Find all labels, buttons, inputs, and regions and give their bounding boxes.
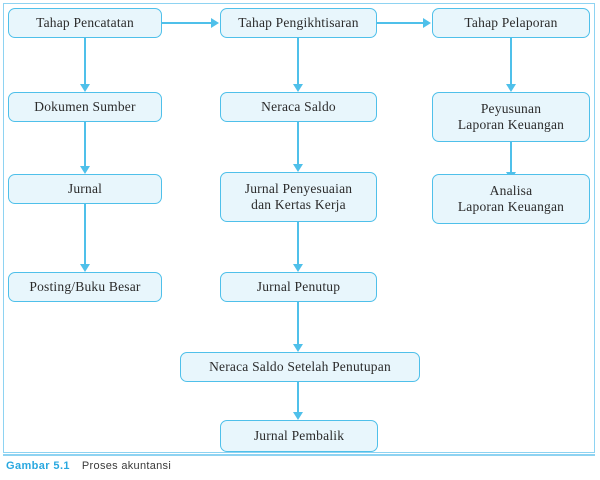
connector-n2-n5 — [297, 38, 299, 86]
node-jurnal-pembalik[interactable]: Jurnal Pembalik — [220, 420, 378, 452]
node-label: Jurnal — [67, 180, 103, 196]
connector-n3-n6 — [510, 38, 512, 86]
arrowhead-right-1 — [211, 18, 219, 28]
node-dokumen-sumber[interactable]: Dokumen Sumber — [8, 92, 162, 122]
node-label: Tahap Pencatatan — [36, 14, 134, 30]
node-label: Tahap Pelaporan — [464, 14, 558, 30]
connector-n8-n11 — [297, 222, 299, 266]
diagram-frame — [3, 3, 595, 453]
node-neraca-saldo[interactable]: Neraca Saldo — [220, 92, 377, 122]
node-label: Neraca Saldo — [261, 98, 336, 114]
node-label: Dokumen Sumber — [34, 98, 136, 114]
connector-n7-n10 — [84, 204, 86, 266]
connector-n4-n7 — [84, 122, 86, 168]
node-label: Jurnal Penyesuaian dan Kertas Kerja — [244, 180, 353, 212]
arrowhead-down-n7 — [80, 166, 90, 174]
arrowhead-down-n4 — [80, 84, 90, 92]
connector-n11-n12 — [297, 302, 299, 346]
figure-number: Gambar 5.1 — [6, 460, 70, 472]
arrowhead-down-n12 — [293, 344, 303, 352]
node-label: Peyusunan Laporan Keuangan — [457, 100, 565, 132]
node-label: Jurnal Penutup — [256, 278, 341, 294]
arrowhead-down-n10 — [80, 264, 90, 272]
caption-divider — [3, 454, 595, 456]
connector-n1-n4 — [84, 38, 86, 86]
node-tahap-pengikhtisaran[interactable]: Tahap Pengikhtisaran — [220, 8, 377, 38]
node-jurnal[interactable]: Jurnal — [8, 174, 162, 204]
node-jurnal-penyesuaian-dan-kertas-kerja[interactable]: Jurnal Penyesuaian dan Kertas Kerja — [220, 172, 377, 222]
connector-n12-n13 — [297, 382, 299, 414]
arrowhead-down-n11 — [293, 264, 303, 272]
arrowhead-down-n6 — [506, 84, 516, 92]
node-peyusunan-laporan-keuangan[interactable]: Peyusunan Laporan Keuangan — [432, 92, 590, 142]
node-posting-buku-besar[interactable]: Posting/Buku Besar — [8, 272, 162, 302]
connector-pencatatan-to-pengikhtisaran — [162, 22, 212, 24]
connector-n6-n9 — [510, 142, 512, 174]
arrowhead-down-n13 — [293, 412, 303, 420]
connector-pengikhtisaran-to-pelaporan — [377, 22, 424, 24]
arrowhead-down-n5 — [293, 84, 303, 92]
node-jurnal-penutup[interactable]: Jurnal Penutup — [220, 272, 377, 302]
node-label: Posting/Buku Besar — [29, 278, 141, 294]
figure-caption: Gambar 5.1 Proses akuntansi — [6, 460, 171, 472]
node-label: Neraca Saldo Setelah Penutupan — [209, 358, 391, 374]
node-label: Jurnal Pembalik — [253, 427, 345, 443]
node-neraca-saldo-setelah-penutupan[interactable]: Neraca Saldo Setelah Penutupan — [180, 352, 420, 382]
node-analisa-laporan-keuangan[interactable]: Analisa Laporan Keuangan — [432, 174, 590, 224]
node-label: Tahap Pengikhtisaran — [238, 14, 359, 30]
connector-n5-n8 — [297, 122, 299, 166]
figure-title: Proses akuntansi — [81, 460, 172, 472]
node-tahap-pencatatan[interactable]: Tahap Pencatatan — [8, 8, 162, 38]
arrowhead-right-2 — [423, 18, 431, 28]
arrowhead-down-n8 — [293, 164, 303, 172]
node-label: Analisa Laporan Keuangan — [457, 182, 565, 214]
node-tahap-pelaporan[interactable]: Tahap Pelaporan — [432, 8, 590, 38]
